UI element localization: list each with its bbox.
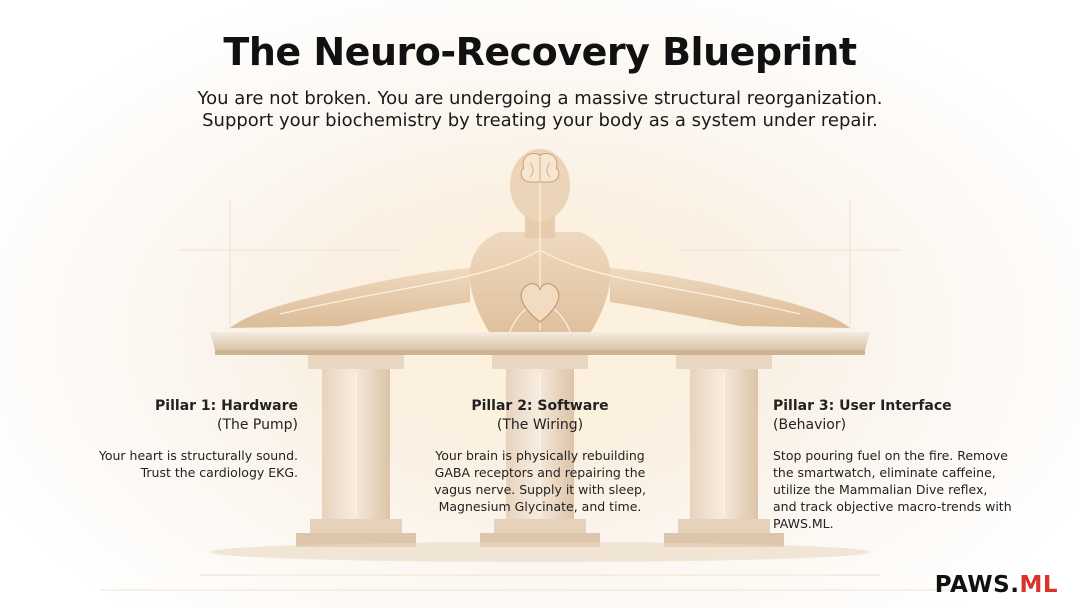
brain-icon xyxy=(520,153,560,183)
pillar-description: Stop pouring fuel on the fire. Remove th… xyxy=(773,448,1012,531)
pillar xyxy=(480,355,600,547)
stone-slab xyxy=(210,332,870,355)
subtitle-line: You are not broken. You are undergoing a… xyxy=(197,88,883,109)
subtitle-line: Support your biochemistry by treating yo… xyxy=(202,110,878,131)
pillar-title: Pillar 2: Software xyxy=(471,398,609,414)
pillar-3-caption: Pillar 3: User Interface (Behavior) Stop… xyxy=(773,397,1013,532)
pillar-description: Your brain is physically rebuilding GABA… xyxy=(434,448,646,514)
pillar-1-caption: Pillar 1: Hardware (The Pump) Your heart… xyxy=(70,397,298,481)
brand-accent: ML xyxy=(1019,572,1058,598)
pillar-title: Pillar 1: Hardware xyxy=(155,398,298,414)
pillar-2-caption: Pillar 2: Software (The Wiring) Your bra… xyxy=(420,397,660,515)
page-title: The Neuro-Recovery Blueprint xyxy=(223,30,857,74)
pillar-subtitle: (Behavior) xyxy=(773,417,847,433)
brand-name: PAWS. xyxy=(934,572,1020,598)
page-subtitle: You are not broken. You are undergoing a… xyxy=(0,88,1080,132)
heart-icon xyxy=(520,283,560,323)
pillar-description: Your heart is structurally sound. Trust … xyxy=(98,448,298,480)
pillar xyxy=(664,355,784,547)
pillar xyxy=(296,355,416,547)
brand-logo: PAWS.ML xyxy=(935,572,1058,598)
pillar-title: Pillar 3: User Interface xyxy=(773,398,952,414)
pillar-subtitle: (The Pump) xyxy=(216,417,298,433)
pillar-subtitle: (The Wiring) xyxy=(496,417,584,433)
